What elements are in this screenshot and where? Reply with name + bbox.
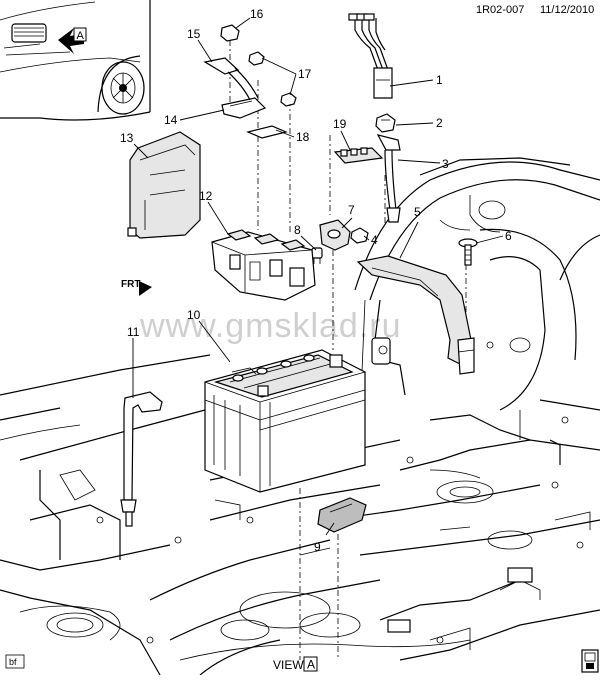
drawing-date: 11/12/2010 [540,4,594,16]
hold-down-rod [120,391,163,527]
callout-12: 12 [199,189,213,203]
view-label-group: VIEW A [273,656,318,672]
callout-leader-lines [132,17,504,536]
hold-down-bolt [458,238,478,266]
callout-2: 2 [436,116,443,130]
callout-14: 14 [164,113,178,127]
callout-15: 15 [187,27,201,41]
corner-tag-box [5,654,25,669]
fuse-block [211,229,316,301]
front-direction-indicator: FRT [121,279,152,296]
callout-19: 19 [333,117,347,131]
nut-16 [220,24,240,42]
view-ref-box [73,27,87,42]
terminal-cover [221,97,267,119]
nut-2 [375,113,396,133]
front-label: FRT [121,279,140,290]
callout-7: 7 [348,203,355,217]
callout-13: 13 [120,131,134,145]
nut-17b [280,92,297,107]
callout-10: 10 [187,308,201,322]
callout-9: 9 [314,540,321,554]
terminal-plate [246,125,288,139]
callout-16: 16 [250,7,264,21]
callout-4: 4 [371,233,378,247]
view-label: VIEW [273,658,304,672]
assembly-centerlines [229,40,467,660]
battery [204,349,366,493]
license-plate-shape [11,23,47,43]
nut-17a [248,51,265,66]
battery-cable-harness [348,13,393,99]
battery-cover [127,131,201,239]
callout-18: 18 [296,130,310,144]
view-ref-letter: A [77,30,85,42]
vehicle-body-structure [0,157,600,676]
callout-6: 6 [505,229,512,243]
floor-plug [507,567,533,583]
ground-cable [376,134,401,223]
callout-3: 3 [442,157,449,171]
battery-icon [581,649,599,673]
vehicle-inset: A [0,0,151,125]
nut-4 [350,227,369,244]
callout-numbers: 1 2 3 4 5 6 7 8 9 10 11 12 13 14 15 16 1… [120,7,512,554]
callout-1: 1 [436,73,443,87]
view-letter-box [303,656,318,672]
bracket-clip [371,337,391,365]
view-letter: A [307,658,315,672]
battery-hold-down-strap [356,255,475,375]
watermark-text: www.gmsklad.ru [139,307,402,345]
front-arrow-icon [139,281,152,296]
corner-tag: bf [9,657,17,667]
callout-5: 5 [414,205,421,219]
positive-cable [203,57,259,101]
fuse-strip [333,147,384,164]
callout-17: 17 [298,67,312,81]
callout-11: 11 [127,325,140,339]
battery-tray-bracket [317,497,367,533]
view-arrow-icon [58,28,84,54]
drawing-code: 1R02-007 [476,4,524,16]
callout-8: 8 [294,223,301,237]
corner-tag-group: bf [5,654,25,669]
floor-plug-2 [387,619,411,633]
